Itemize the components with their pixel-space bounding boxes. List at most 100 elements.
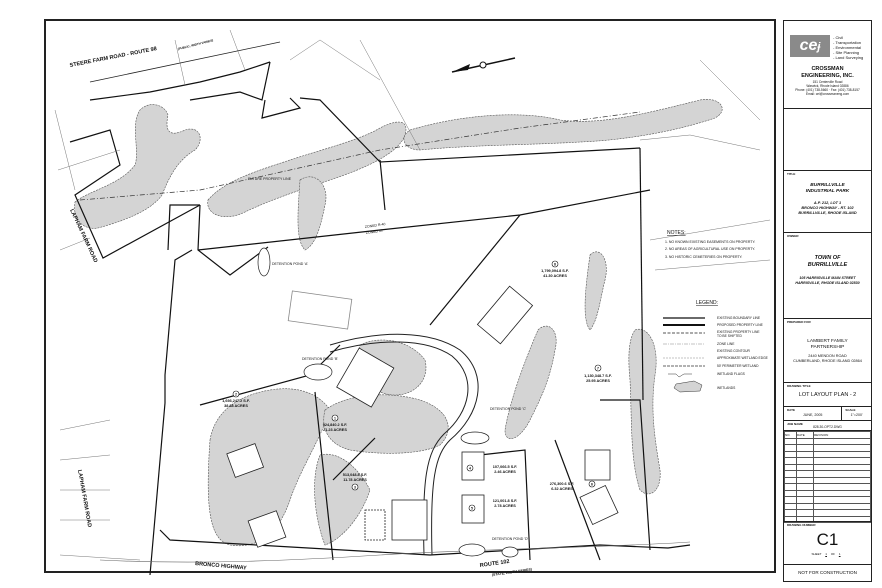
svg-text:2: 2 [235,393,237,397]
notes-heading: NOTES: [667,230,686,236]
drawing-title-block: DRAWING TITLE LOT LAYOUT PLAN - 2 [784,383,871,407]
svg-text:1: 1 [334,417,336,421]
svg-text:924,840.2 S.F.: 924,840.2 S.F. [323,423,348,427]
buildings [226,285,619,548]
zone-label-ig: ZONED IG [366,229,384,235]
future-property-line-label: FUTURE PROPERTY LINE [248,177,292,181]
svg-text:5: 5 [471,507,473,511]
svg-text:38.88 ACRES: 38.88 ACRES [224,404,248,408]
lot-label-2: 2 1,693,247.2 S.F.38.88 ACRES [222,390,250,408]
service-item: - Civil [833,35,843,40]
not-for-construction-label: NOT FOR CONSTRUCTION [798,570,857,575]
title-label: TITLE [787,172,796,176]
zone-label-r40: ZONED R-40 [365,222,386,229]
svg-text:6.32 ACRES: 6.32 ACRES [551,487,573,491]
blank-block [784,109,871,171]
detention-pond-a-label: DETENTION POND 'A' [272,262,308,266]
note-item: 2. NO AREAS OF AGRICULTURAL USE ON PROPE… [665,247,755,251]
lapham-farm-road-lower-label: LAPHAM FARM ROAD [76,469,92,528]
notes: NOTES: 1. NO KNOWN EXISTING EASEMENTS ON… [665,230,755,259]
service-item: - Transportation [833,40,862,45]
zone-line [79,111,641,201]
drawing-number: C1 [816,530,839,549]
service-item: - Site Planning [833,50,860,55]
job-label: JOB NAME [787,422,803,426]
svg-text:ZONE LINE: ZONE LINE [717,342,735,346]
svg-text:1,693,247.2 S.F.: 1,693,247.2 S.F. [222,399,250,403]
construction-status: NOT FOR CONSTRUCTION [784,565,871,581]
date-label: DATE [787,408,795,412]
owner-name-2: BURRILLVILLE [807,261,848,268]
owner-address-2: HARRISVILLE, RHODE ISLAND 02830 [795,281,860,285]
service-item: - Land Surveying [833,55,864,60]
firm-name-2: ENGINEERING, INC. [801,73,854,79]
svg-text:50' PERIMETER WETLAND: 50' PERIMETER WETLAND [717,364,759,368]
north-arrow-icon [451,57,516,73]
job-block: JOB NAME 828.30-OPT2.DWG [784,421,871,431]
route-102-sub-label: (STATE, WIDTH VARIES) [492,567,533,577]
firm-email: Email: cei@crossmaneng.com [805,92,850,96]
owner-name-1: TOWN OF [814,255,841,261]
note-item: 3. NO HISTORIC CEMETERIES ON PROPERTY. [665,255,743,259]
wetlands [74,98,723,547]
project-parcel: A.P. 212, LOT 1 [813,201,842,205]
steere-farm-road-sub-label: (PUBLIC, WIDTH VARIES) [177,38,213,51]
svg-text:WETLAND FLAGS: WETLAND FLAGS [717,372,746,376]
svg-text:3: 3 [354,486,356,490]
svg-text:8: 8 [554,263,556,267]
note-item: 1. NO KNOWN EXISTING EASEMENTS ON PROPER… [665,240,755,244]
drawing-number-label: DRAWING NUMBER [787,523,816,527]
service-item: - Environmental [833,45,862,50]
svg-text:513,048.8 S.F.: 513,048.8 S.F. [343,473,368,477]
job-value: 828.30-OPT2.DWG [813,425,842,429]
sheet-label: SHEET [811,552,822,556]
legend: LEGEND: EXISTING BOUNDARY LINE PROPOSED … [663,300,769,393]
drawing-title: LOT LAYOUT PLAN - 2 [798,392,857,398]
owner-block: OWNER TOWN OF BURRILLVILLE 105 HARRISVIL… [784,233,871,319]
svg-text:107,066.5 S.F.: 107,066.5 S.F. [493,465,518,469]
firm-address-1: 151 Centerville Road [812,80,843,84]
svg-text:EXISTING PROPERTY LINE: EXISTING PROPERTY LINE [717,330,760,334]
lot-label-7: 71,130,348.7 S.F.25.95 ACRES [584,364,612,383]
svg-text:APPROXIMATE WETLAND EDGE: APPROXIMATE WETLAND EDGE [717,356,769,360]
detention-pond-c-label: DETENTION POND 'C' [490,407,526,411]
svg-text:41.30 ACRES: 41.30 ACRES [543,274,567,278]
prepared-for-name-1: LAMBERT FAMILY [807,339,848,344]
firm-address-2: Warwick, Rhode Island 02886 [806,84,849,88]
route-102-label: ROUTE 102 [479,559,510,569]
firm-name-1: CROSSMAN [811,66,844,72]
project-name-1: BURRILLVILLE [810,183,845,188]
detention-pond-d-label: DETENTION POND 'D' [492,537,528,541]
svg-text:WETLANDS: WETLANDS [717,386,736,390]
of-label: OF [830,552,835,556]
prepared-for-label: PREPARED FOR [787,320,811,324]
svg-text:TO BE SHIFTED: TO BE SHIFTED [717,334,742,338]
roads [89,41,691,563]
date-scale-block: DATE JUNE, 2005 SCALE 1"=200' [784,407,871,421]
prepared-for-block: PREPARED FOR LAMBERT FAMILY PARTNERSHIP … [784,319,871,383]
detention-ponds [257,247,519,558]
firm-phone: Phone: (401) 738-5660 · Fax: (401) 738-8… [795,88,860,92]
legend-heading: LEGEND: [696,300,718,306]
svg-text:7: 7 [597,367,599,371]
firm-block: ceɉ - Civil - Transportation - Environme… [784,21,871,109]
svg-text:21.23 ACRES: 21.23 ACRES [323,428,347,432]
lot-label-3: 3 513,048.8 S.F.11.78 ACRES [343,473,368,491]
owner-address-1: 105 HARRISVILLE MAIN STREET [799,276,856,280]
project-town: BURRILLVILLE, RHODE ISLAND [798,211,857,215]
svg-text:121,001.8 S.F.: 121,001.8 S.F. [493,499,518,503]
bronco-highway-label: BRONCO HIGHWAY [195,561,247,572]
prepared-for-address-1: 2440 MENDON ROAD [808,354,847,358]
svg-text:PROPOSED PROPERTY LINE: PROPOSED PROPERTY LINE [717,323,764,327]
svg-text:1,799,094.8 S.F.: 1,799,094.8 S.F. [541,269,569,273]
prepared-for-address-2: CUMBERLAND, RHODE ISLAND 02864 [793,359,862,363]
svg-text:2.46 ACRES: 2.46 ACRES [494,470,516,474]
steere-farm-road-label: STEERE FARM ROAD - ROUTE 98 [69,46,157,69]
svg-text:EXISTING BOUNDARY LINE: EXISTING BOUNDARY LINE [717,316,761,320]
firm-logo: ceɉ [790,35,830,57]
svg-text:11.78 ACRES: 11.78 ACRES [343,478,367,482]
